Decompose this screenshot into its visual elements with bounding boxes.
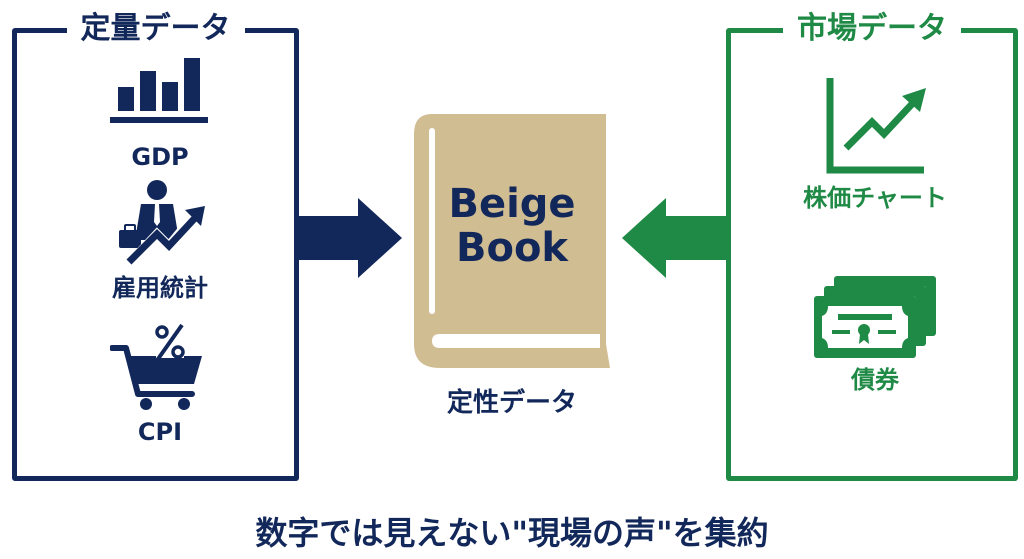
- quantitative-data-title: 定量データ: [66, 11, 245, 47]
- market-data-title: 市場データ: [783, 11, 961, 47]
- bond-item: 債券: [780, 274, 970, 394]
- arrow-left-icon: [620, 198, 730, 278]
- bond-label: 債券: [851, 366, 899, 394]
- qualitative-data-label: 定性データ: [446, 388, 577, 418]
- book-title-line2: Book: [455, 225, 569, 271]
- employment-label: 雇用統計: [112, 274, 208, 302]
- employment-item: 雇用統計: [95, 178, 225, 302]
- book-title-line1: Beige: [448, 181, 576, 227]
- market-data-panel: 市場データ: [726, 11, 1018, 481]
- bond-certificate-icon: [780, 274, 970, 360]
- businessman-trend-icon: [95, 178, 225, 266]
- shopping-cart-percent-icon: [95, 322, 225, 414]
- stock-chart-label: 株価チャート: [803, 184, 947, 212]
- cpi-label: CPI: [137, 418, 183, 446]
- summary-caption: 数字では見えない"現場の声"を集約: [255, 514, 769, 552]
- stock-chart-icon: [780, 74, 970, 178]
- arrow-right-icon: [296, 198, 404, 278]
- bar-chart-icon: [95, 55, 225, 135]
- cpi-item: CPI: [95, 322, 225, 446]
- beige-book-icon: Beige Book: [410, 112, 614, 370]
- stock-chart-item: 株価チャート: [780, 74, 970, 212]
- gdp-label: GDP: [131, 143, 189, 171]
- gdp-item: GDP: [95, 55, 225, 171]
